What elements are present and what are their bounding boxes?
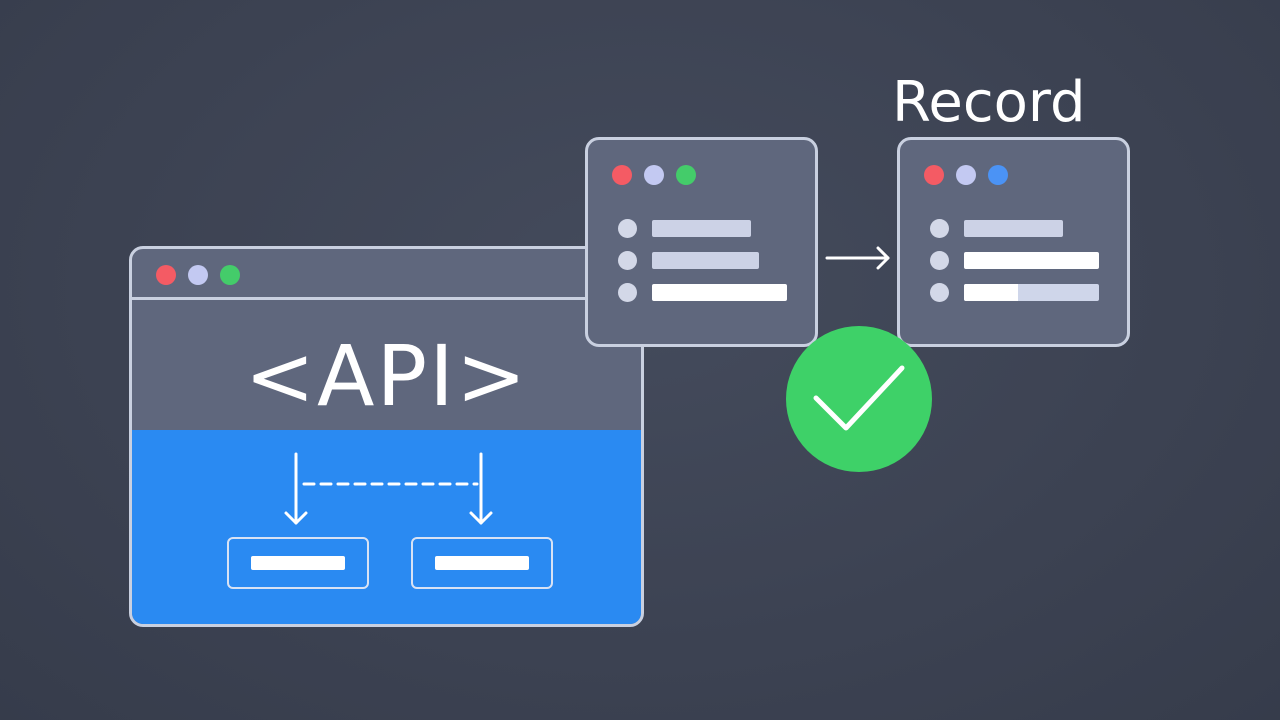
mapping-arrows [284, 452, 493, 525]
list-item [618, 219, 751, 238]
text-line-placeholder [652, 220, 751, 237]
list-item [930, 219, 1063, 238]
maximize-dot-icon[interactable] [220, 265, 240, 285]
close-dot-icon[interactable] [156, 265, 176, 285]
maximize-dot-icon[interactable] [988, 165, 1008, 185]
window-controls [612, 165, 696, 185]
field-placeholder-bar [435, 556, 529, 570]
checkmark-icon [813, 365, 905, 431]
bullet-icon [930, 283, 949, 302]
api-window: <API> [129, 246, 644, 627]
bullet-icon [930, 251, 949, 270]
list-item [618, 283, 787, 302]
close-dot-icon[interactable] [612, 165, 632, 185]
bullet-icon [618, 219, 637, 238]
minimize-dot-icon[interactable] [956, 165, 976, 185]
titlebar-divider [132, 297, 641, 300]
text-line-placeholder [652, 252, 759, 269]
bullet-icon [930, 219, 949, 238]
text-line-placeholder [964, 252, 1099, 269]
list-item [930, 283, 1099, 302]
record-title: Record [892, 70, 1086, 135]
minimize-dot-icon[interactable] [644, 165, 664, 185]
input-field-left[interactable] [227, 537, 369, 589]
right-arrow-head [469, 511, 493, 525]
list-item [930, 251, 1099, 270]
source-record-window [585, 137, 818, 347]
input-field-right[interactable] [411, 537, 553, 589]
target-record-window [897, 137, 1130, 347]
text-line-placeholder [964, 220, 1063, 237]
close-dot-icon[interactable] [924, 165, 944, 185]
maximize-dot-icon[interactable] [676, 165, 696, 185]
right-arrow-icon [825, 246, 890, 270]
window-controls [156, 265, 240, 285]
list-item [618, 251, 759, 270]
window-controls [924, 165, 1008, 185]
field-placeholder-bar [251, 556, 345, 570]
success-badge [786, 326, 932, 472]
text-line-placeholder [652, 284, 787, 301]
progress-fill [964, 284, 1018, 301]
bullet-icon [618, 283, 637, 302]
bullet-icon [618, 251, 637, 270]
minimize-dot-icon[interactable] [188, 265, 208, 285]
left-arrow-head [284, 511, 308, 525]
api-label: <API> [244, 327, 529, 425]
progress-line [964, 284, 1099, 301]
mapping-panel [132, 430, 641, 624]
